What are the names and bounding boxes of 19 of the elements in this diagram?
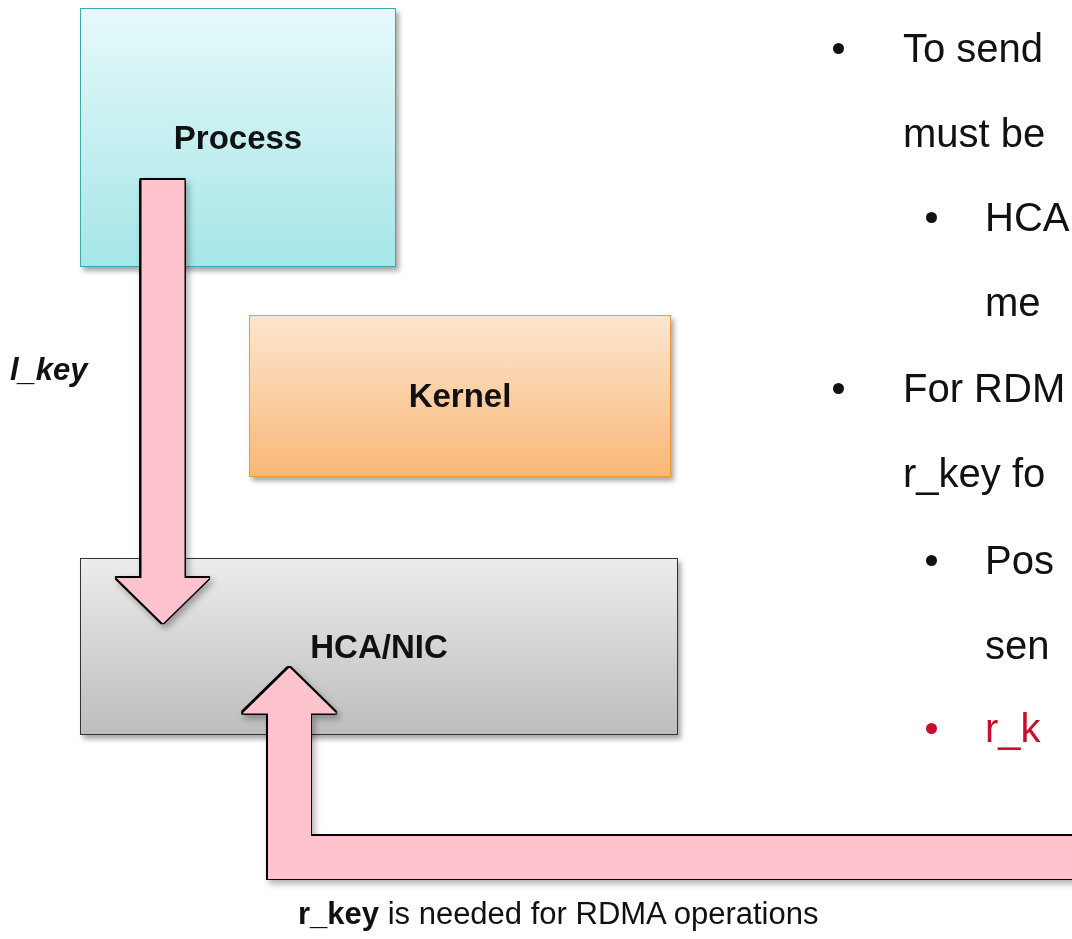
kernel-box bbox=[249, 315, 671, 477]
bullet-text: To send bbox=[903, 25, 1044, 72]
bullet-text: must be bbox=[903, 110, 1046, 157]
bullet-text: For RDM bbox=[903, 365, 1066, 412]
bullet-text: r_k bbox=[985, 705, 1041, 752]
node-label: HCA/NIC bbox=[310, 627, 448, 666]
block-arrow bbox=[242, 667, 1072, 879]
bullet-text: Pos bbox=[985, 537, 1054, 584]
bullet-text: me bbox=[985, 279, 1041, 326]
edge-label: r_key is needed for RDMA operations bbox=[298, 896, 819, 932]
process-box bbox=[80, 8, 396, 267]
block-arrow bbox=[116, 180, 210, 624]
bullet-text: HCA bbox=[985, 194, 1070, 241]
edge-label: l_key bbox=[10, 352, 88, 388]
nic-box bbox=[80, 558, 678, 735]
bullet-text: sen bbox=[985, 622, 1050, 669]
node-label: Process bbox=[173, 119, 303, 157]
bullet-text: r_key fo bbox=[903, 450, 1046, 497]
node-label: Kernel bbox=[408, 377, 512, 415]
